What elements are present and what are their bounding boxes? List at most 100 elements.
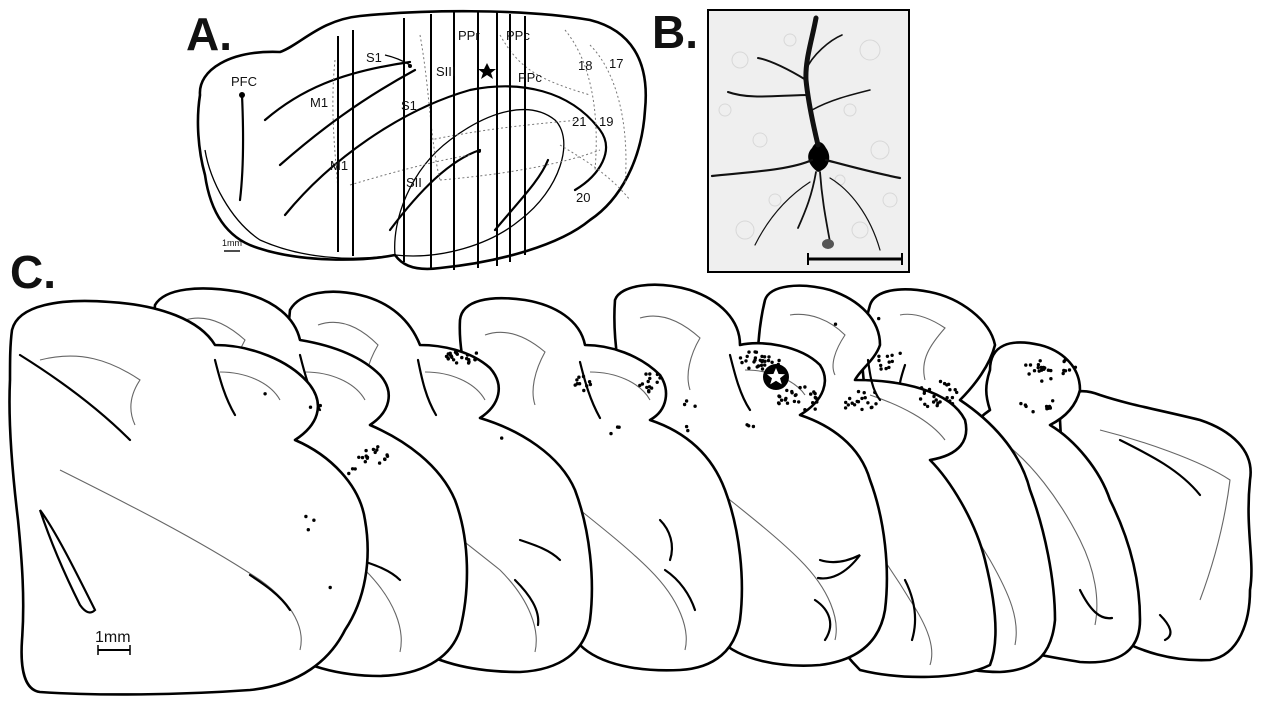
labeled-cell [467, 360, 470, 363]
labeled-cell [447, 357, 450, 360]
labeled-cell [794, 393, 797, 396]
labeled-cell [351, 467, 354, 470]
labeled-cell [1049, 377, 1052, 380]
panel-c-letter: C. [10, 246, 56, 298]
area-label-19: 19 [599, 114, 613, 129]
labeled-cell [755, 351, 758, 354]
labeled-cell [744, 359, 747, 362]
labeled-cell [874, 402, 877, 405]
labeled-cell [1031, 410, 1034, 413]
labeled-cell [1049, 406, 1052, 409]
labeled-cell [347, 472, 350, 475]
labeled-cell [790, 391, 793, 394]
labeled-cell [767, 359, 770, 362]
labeled-cell [374, 451, 377, 454]
labeled-cell [658, 376, 661, 379]
labeled-cell [866, 401, 869, 404]
labeled-cell [578, 382, 581, 385]
labeled-cell [693, 405, 696, 408]
labeled-cell [746, 355, 749, 358]
labeled-cell [853, 403, 856, 406]
neuron-bouton [822, 239, 834, 249]
labeled-cell [475, 351, 478, 354]
labeled-cell [307, 528, 310, 531]
labeled-cell [879, 367, 882, 370]
labeled-cell [648, 377, 651, 380]
labeled-cell [948, 399, 951, 402]
labeled-cell [448, 353, 451, 356]
labeled-cell [785, 389, 788, 392]
labeled-cell [761, 367, 764, 370]
labeled-cell [877, 355, 880, 358]
labeled-cell [364, 449, 367, 452]
labeled-cell [939, 380, 942, 383]
area-label-pfc: PFC [231, 74, 257, 89]
labeled-cell [1024, 405, 1027, 408]
labeled-cell [814, 407, 817, 410]
labeled-cell [582, 375, 585, 378]
area-label-21: 21 [572, 114, 586, 129]
labeled-cell [747, 367, 750, 370]
labeled-cell [309, 406, 312, 409]
labeled-cell [361, 456, 364, 459]
labeled-cell [890, 354, 893, 357]
area-label-ppc: PPc [518, 70, 542, 85]
labeled-cell [574, 383, 577, 386]
labeled-cell [809, 392, 812, 395]
labeled-cell [386, 455, 389, 458]
area-label-ppc: PPc [506, 28, 530, 43]
labeled-cell [455, 361, 458, 364]
area-label-ppr: PPr [458, 28, 480, 43]
area-label-20: 20 [576, 190, 590, 205]
labeled-cell [860, 408, 863, 411]
labeled-cell [945, 383, 948, 386]
labeled-cell [366, 457, 369, 460]
labeled-cell [1027, 372, 1030, 375]
labeled-cell [372, 448, 375, 451]
scale-label: 1mm [222, 238, 242, 248]
labeled-cell [793, 400, 796, 403]
labeled-cell [870, 406, 873, 409]
labeled-cell [1051, 399, 1054, 402]
labeled-cell [923, 392, 926, 395]
labeled-cell [873, 391, 876, 394]
labeled-cell [357, 456, 360, 459]
labeled-cell [757, 364, 760, 367]
labeled-cell [938, 400, 941, 403]
labeled-cell [656, 373, 659, 376]
labeled-cell [777, 394, 780, 397]
labeled-cell [647, 390, 650, 393]
labeled-cell [312, 519, 315, 522]
labeled-cell [767, 355, 770, 358]
labeled-cell [364, 460, 367, 463]
labeled-cell [780, 399, 783, 402]
labeled-cell [955, 391, 958, 394]
labeled-cell [928, 388, 931, 391]
labeled-cell [879, 364, 882, 367]
labeled-cell [752, 360, 755, 363]
labeled-cell [759, 359, 762, 362]
area-label-s1: S1 [366, 50, 382, 65]
panel-b-letter: B. [652, 6, 698, 58]
labeled-cell [844, 401, 847, 404]
labeled-cell [877, 359, 880, 362]
labeled-cell [1029, 363, 1032, 366]
labeled-cell [760, 355, 763, 358]
labeled-cell [848, 397, 851, 400]
labeled-cell [812, 390, 815, 393]
labeled-cell [797, 400, 800, 403]
labeled-cell [945, 396, 948, 399]
labeled-cell [686, 429, 689, 432]
labeled-cell [588, 380, 591, 383]
labeled-cell [648, 372, 651, 375]
labeled-cell [920, 386, 923, 389]
labeled-cell [585, 384, 588, 387]
labeled-cell [754, 356, 757, 359]
labeled-cell [1049, 369, 1052, 372]
labeled-cell [932, 400, 935, 403]
labeled-cell [784, 398, 787, 401]
labeled-cell [641, 382, 644, 385]
labeled-cell [577, 376, 580, 379]
labeled-cell [923, 403, 926, 406]
labeled-cell [786, 402, 789, 405]
